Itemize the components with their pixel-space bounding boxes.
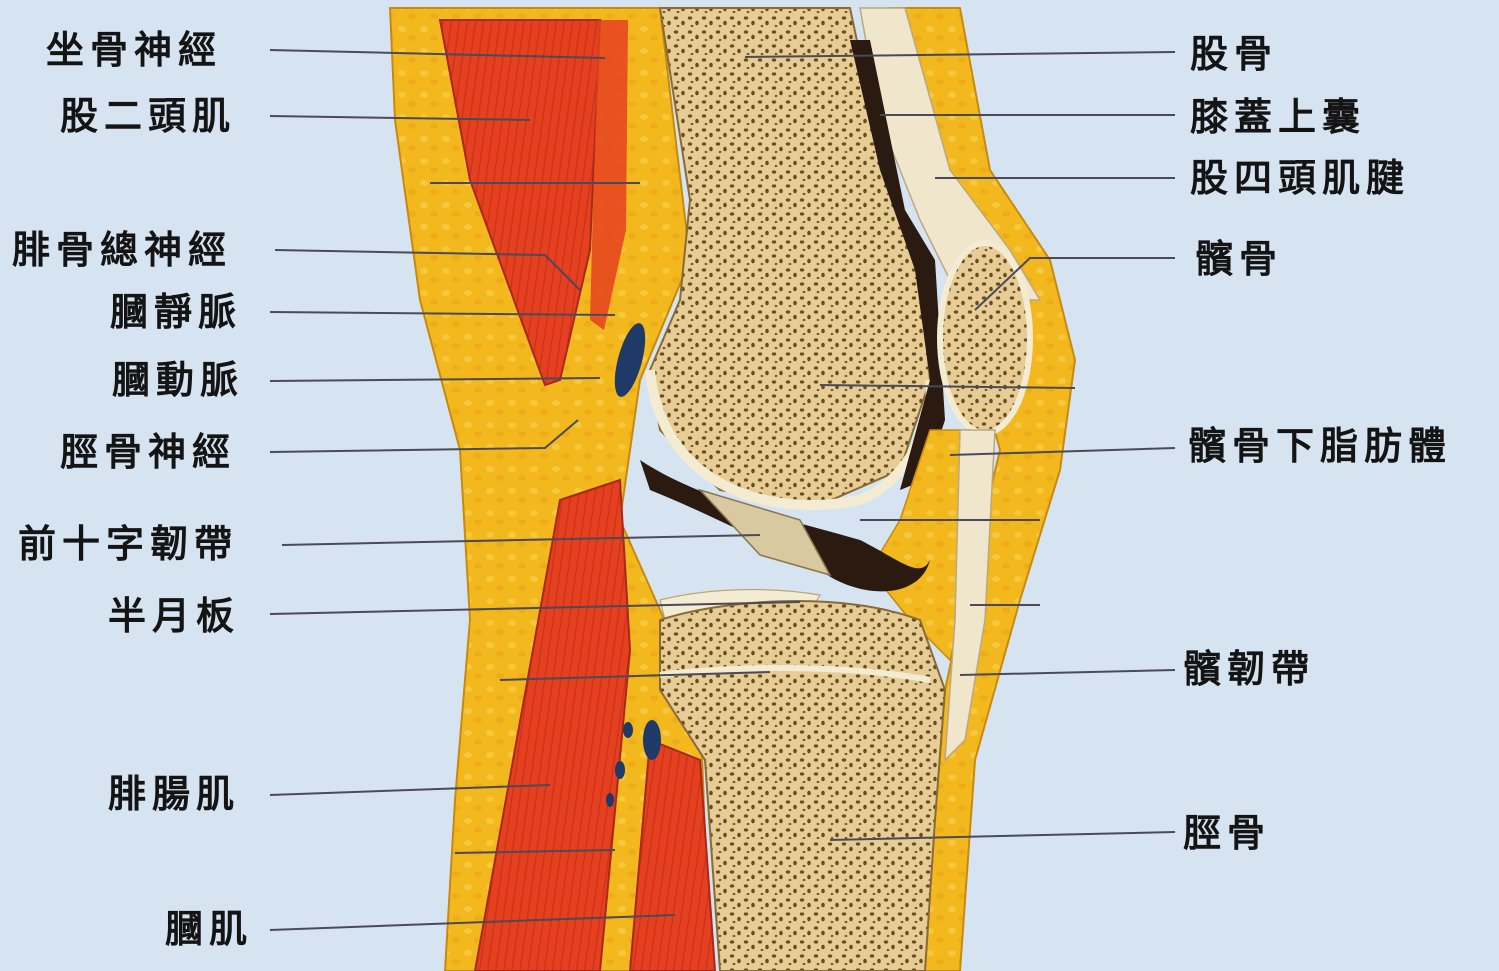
- label-common-peroneal-nerve: 腓骨總神經: [12, 231, 232, 269]
- label-popliteal-vein: 膕靜脈: [110, 293, 242, 331]
- label-popliteus: 膕肌: [165, 910, 253, 948]
- label-popliteal-artery: 膕動脈: [112, 361, 244, 399]
- label-acl: 前十字韌帶: [18, 525, 238, 563]
- label-patellar-ligament: 髕韌帶: [1183, 650, 1315, 688]
- label-patella: 髕骨: [1195, 240, 1283, 278]
- label-femur: 股骨: [1190, 35, 1278, 73]
- label-infrapatellar-fat-pad: 髕骨下脂肪體: [1188, 427, 1452, 465]
- label-tibial-nerve: 脛骨神經: [60, 433, 236, 471]
- label-tibia: 脛骨: [1183, 814, 1271, 852]
- label-biceps-femoris: 股二頭肌: [60, 97, 236, 135]
- label-meniscus: 半月板: [108, 597, 240, 635]
- label-quadriceps-tendon: 股四頭肌腱: [1190, 159, 1410, 197]
- label-gastrocnemius: 腓腸肌: [108, 775, 240, 813]
- label-sciatic-nerve: 坐骨神經: [46, 31, 222, 69]
- label-suprapatellar-bursa: 膝蓋上囊: [1190, 98, 1366, 136]
